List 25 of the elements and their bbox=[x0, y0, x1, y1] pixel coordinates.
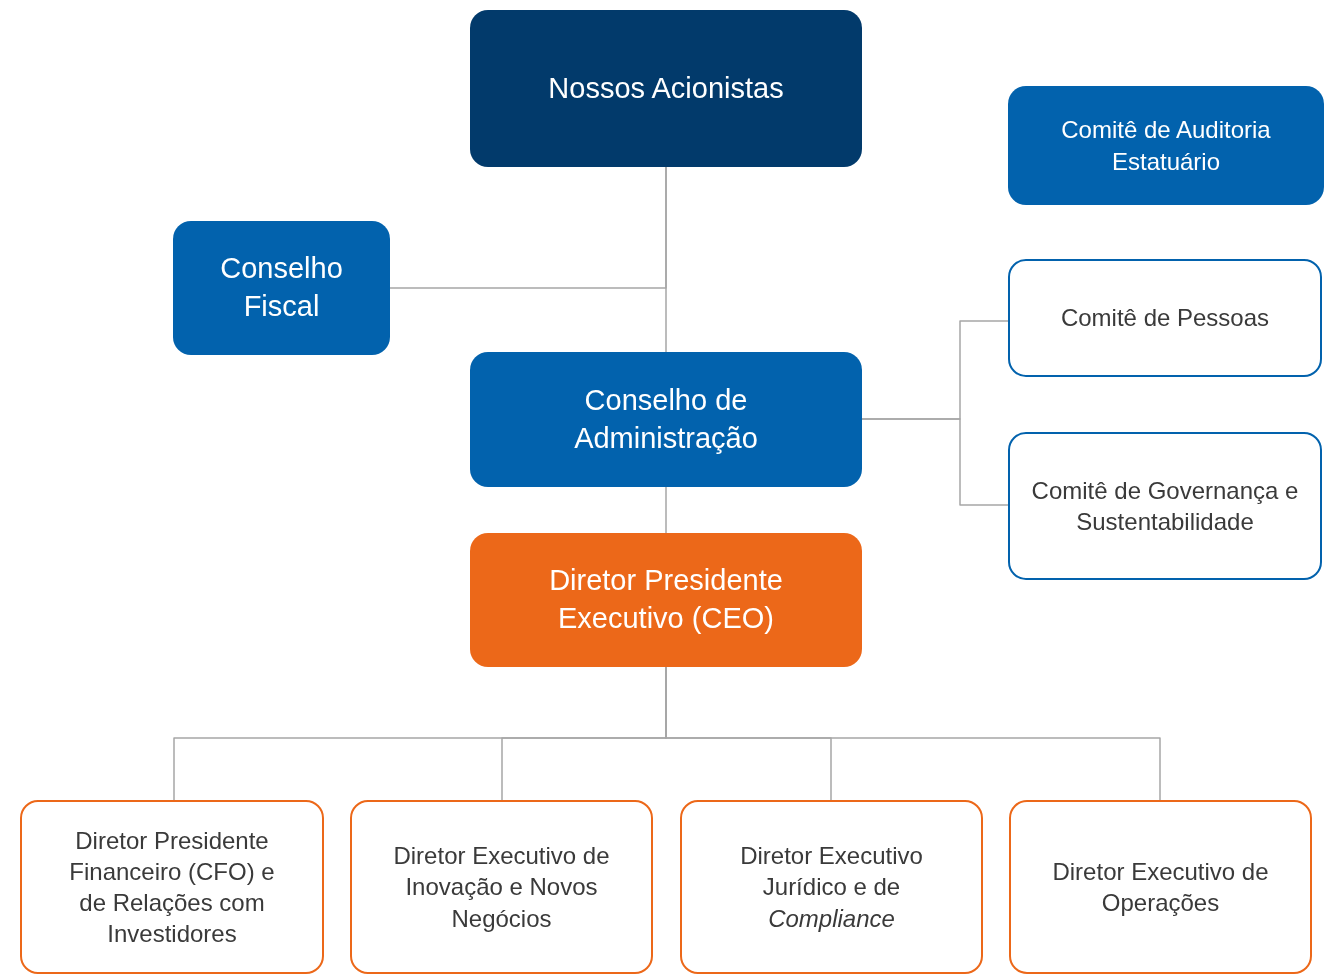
org-box bbox=[1009, 800, 1312, 974]
box-label: Diretor Executivo de Operações bbox=[1051, 856, 1270, 918]
box-label: Conselho de Administração bbox=[573, 382, 759, 456]
org-box bbox=[20, 800, 324, 974]
org-box bbox=[1008, 432, 1322, 580]
org-box bbox=[350, 800, 653, 974]
org-box bbox=[1008, 86, 1324, 205]
connector-line bbox=[665, 486, 667, 534]
box-label: Comitê de Auditoria Estatuário bbox=[1060, 115, 1272, 177]
org-box bbox=[680, 800, 983, 974]
box-label: Diretor Presidente Financeiro (CFO) e de Relações com Investidores bbox=[68, 825, 276, 950]
org-box bbox=[470, 10, 862, 167]
box-label: Conselho Fiscal bbox=[219, 251, 344, 324]
org-box bbox=[1008, 259, 1322, 377]
org-box bbox=[470, 533, 862, 667]
connector-line bbox=[861, 418, 1009, 506]
org-box bbox=[470, 352, 862, 487]
box-label: Nossos Acionistas bbox=[548, 70, 784, 106]
org-box bbox=[173, 221, 390, 355]
box-label: Comitê de Governança e Sustentabilidade bbox=[1030, 475, 1300, 537]
box-label: Comitê de Pessoas bbox=[1060, 303, 1270, 334]
box-label: Diretor Presidente Executivo (CEO) bbox=[548, 563, 784, 636]
box-label: Diretor Executivo Jurídico e de Compliance bbox=[739, 841, 924, 934]
box-label: Diretor Executivo de Inovação e Novos Negócios bbox=[392, 841, 611, 934]
connector-line bbox=[665, 166, 667, 353]
